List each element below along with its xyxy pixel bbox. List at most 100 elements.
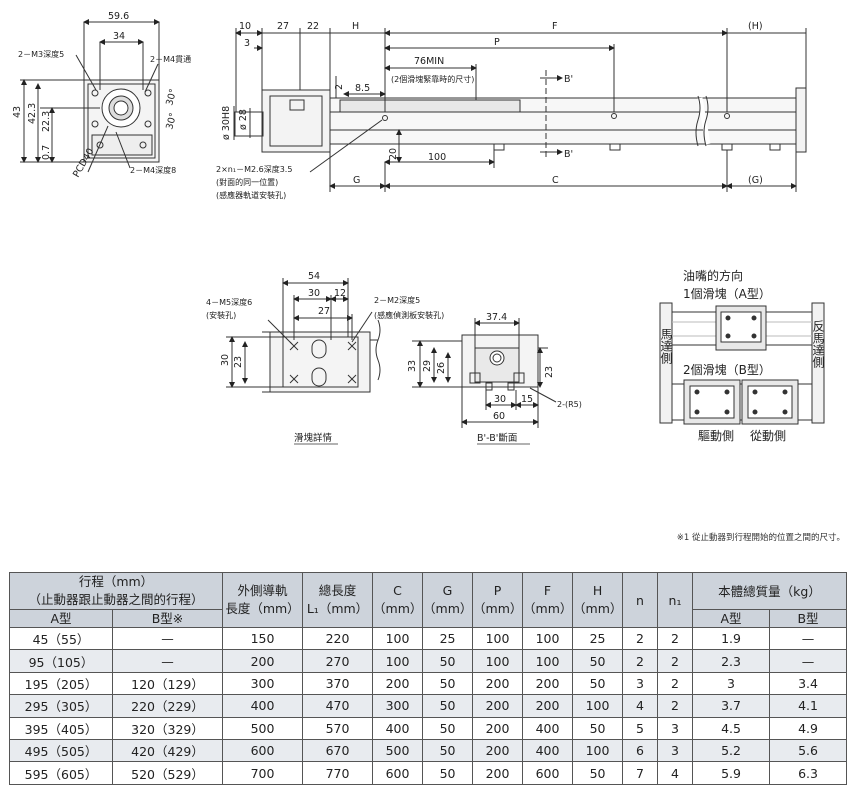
cell: 100: [572, 694, 624, 718]
section-view: [412, 318, 557, 428]
header-g-line1: G: [442, 583, 453, 598]
section-mark-top: B': [564, 74, 573, 85]
dim-g-paren: (G): [748, 175, 763, 186]
cell: 370: [302, 671, 374, 696]
cell: 100: [522, 649, 574, 673]
cell: 4: [657, 761, 694, 785]
cell: 220（229）: [111, 694, 224, 718]
dim-pcd40: PCD40: [71, 146, 96, 179]
cell: 400: [522, 738, 574, 763]
header-h-line1: H: [592, 583, 603, 598]
cell: 770: [302, 761, 374, 785]
note-n1-opposite: (對面的同一位置): [216, 177, 278, 187]
cell: 3: [692, 671, 771, 696]
cell: 600: [222, 738, 304, 763]
dim-23-vert: 23: [233, 356, 244, 368]
cell: 3: [657, 716, 694, 740]
dim-phi30h8: ø 30H8: [221, 106, 232, 140]
cell: —: [111, 649, 224, 673]
cell: 400: [222, 694, 304, 718]
dim-100: 100: [428, 152, 446, 163]
cell: 50: [572, 671, 624, 696]
cell: 150: [222, 626, 304, 651]
cell: 100: [572, 738, 624, 763]
slider-detail: [226, 278, 381, 393]
cell: 2: [622, 649, 659, 673]
dim-37-4: 37.4: [486, 312, 507, 323]
cell: 4.1: [769, 694, 848, 718]
cell: 7: [622, 761, 659, 785]
dim-f: F: [552, 21, 557, 32]
cell: 200: [472, 738, 524, 763]
header-mass-a: A型: [692, 609, 771, 628]
cell: 50: [422, 649, 474, 673]
cell: 25: [422, 626, 474, 651]
dim-76min: 76MIN: [414, 56, 444, 67]
dim-0-7: 0.7: [41, 145, 52, 160]
dim-12: 12: [334, 288, 346, 299]
cell: 3.7: [692, 694, 771, 718]
header-mass-b: B型: [769, 609, 848, 628]
header-stroke: 行程（mm） （止動器跟止動器之間的行程）: [8, 572, 224, 610]
dim-33: 33: [407, 360, 418, 372]
header-rail-line2: 長度（mm）: [225, 601, 300, 616]
cell: 3: [622, 671, 659, 696]
note-n1-thread: 2×n₁－M2.6深度3.5: [216, 164, 292, 174]
cell: 100: [472, 649, 524, 673]
header-stroke-label: 行程（mm）: [78, 574, 154, 589]
nozzle-diagram: [659, 302, 825, 425]
cell: 50: [572, 649, 624, 673]
header-f-line2: （mm）: [523, 601, 573, 616]
dim-h-paren: (H): [748, 21, 763, 32]
cell: 50: [422, 694, 474, 718]
cell: 5: [622, 716, 659, 740]
cell: 6.3: [769, 761, 848, 785]
header-g-line2: （mm）: [423, 601, 473, 616]
cell: —: [769, 626, 848, 651]
slider-detail-caption: 滑塊詳情: [294, 432, 333, 444]
cell: 5.2: [692, 738, 771, 763]
section-mark-bottom: B': [564, 149, 573, 160]
cell: 45（55）: [9, 626, 113, 651]
cell: 270: [302, 649, 374, 673]
header-c: C （mm）: [372, 572, 424, 628]
cell: 400: [522, 716, 574, 740]
dim-30-section: 30: [494, 394, 506, 405]
cell: 400: [372, 716, 424, 740]
cell: 600: [372, 761, 424, 785]
header-h: H （mm）: [572, 572, 624, 628]
angle-30-bottom: 30°: [164, 112, 179, 131]
header-c-line2: （mm）: [373, 601, 423, 616]
cell: 1.9: [692, 626, 771, 651]
nozzle-type-b: 2個滑塊（B型）: [683, 362, 771, 377]
cell: 200: [472, 694, 524, 718]
cell: 50: [572, 716, 624, 740]
dim-26: 26: [436, 362, 447, 374]
cell: 5.9: [692, 761, 771, 785]
cell: 200: [472, 761, 524, 785]
cell: 295（305）: [9, 694, 113, 718]
cell: —: [769, 649, 848, 673]
header-p-line1: P: [493, 583, 502, 598]
cell: 6: [622, 738, 659, 763]
cell: 200: [472, 671, 524, 696]
cell: 500: [372, 738, 424, 763]
header-h-line2: （mm）: [573, 601, 623, 616]
dim-h: H: [352, 21, 359, 32]
dim-29: 29: [422, 360, 433, 372]
cell: 595（605）: [9, 761, 113, 785]
technical-drawings: 59.6 34 2－M3深度5 2－M4貫通 43 42.3 22.3 0.7 …: [12, 11, 825, 445]
dim-22-3: 22.3: [41, 111, 52, 132]
note-m4-through: 2－M4貫通: [150, 54, 191, 64]
cell: 100: [472, 626, 524, 651]
note-m4-depth8: 2－M4深度8: [130, 165, 176, 175]
nozzle-type-a: 1個滑塊（A型）: [683, 286, 771, 301]
cell: 200: [472, 716, 524, 740]
spec-table: 行程（mm） （止動器跟止動器之間的行程） 外側導軌 長度（mm） 總長度 L₁…: [8, 572, 848, 785]
cell: 520（529）: [111, 761, 224, 785]
dim-8-5: 8.5: [355, 83, 370, 94]
dim-g: G: [353, 175, 360, 186]
